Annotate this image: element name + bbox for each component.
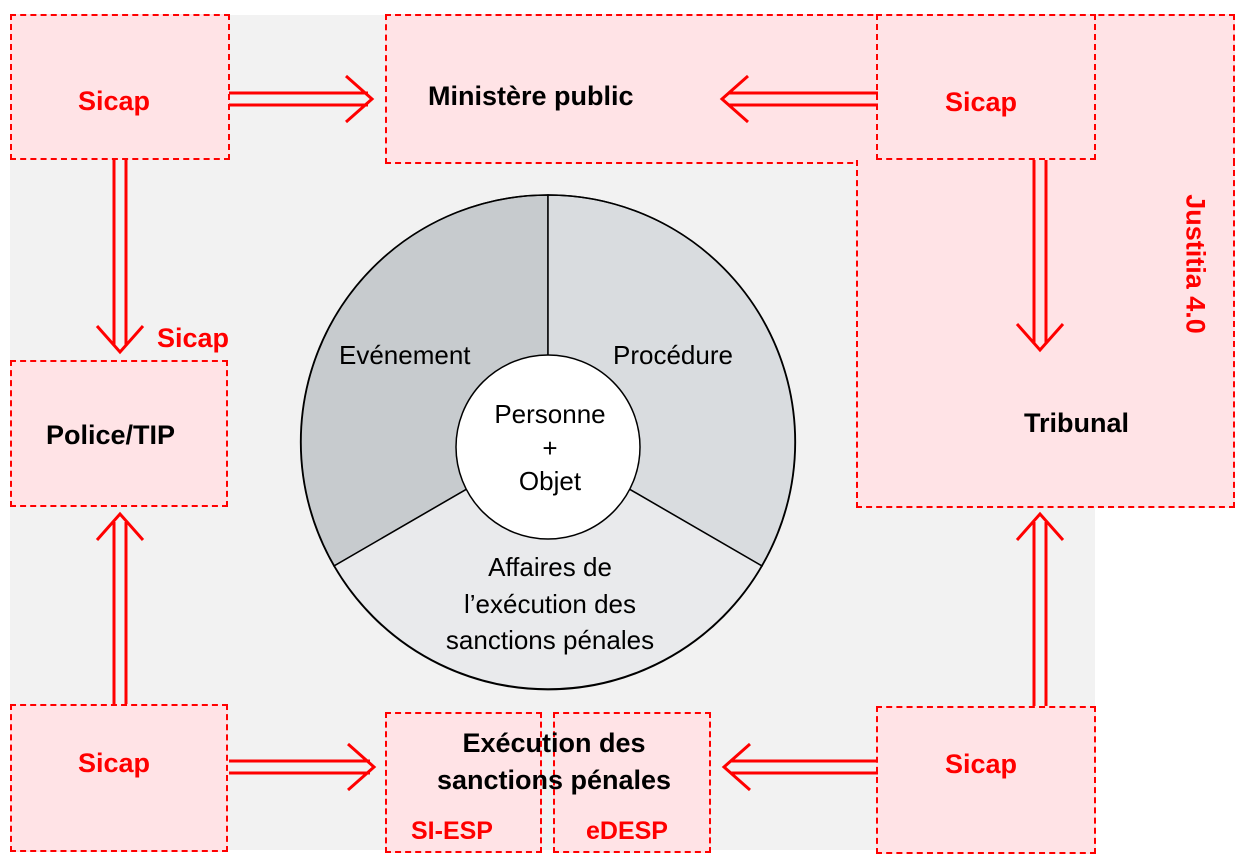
segment-affaires-label-line2: l’exécution des xyxy=(464,589,636,619)
execution-title-line2: sanctions pénales xyxy=(436,765,672,795)
wheel-center xyxy=(455,354,641,540)
segment-affaires-label-line1: Affaires de xyxy=(488,552,612,582)
arrow-sicap-to-police xyxy=(95,160,145,355)
wheel-outline xyxy=(300,194,796,690)
sicap-label-bottom-right: Sicap xyxy=(945,749,1018,779)
segment-affaires-label-line3: sanctions pénales xyxy=(445,625,655,655)
sicap-label-top-left: Sicap xyxy=(78,86,151,116)
arrow-sicap-to-execution xyxy=(229,742,377,792)
sicap-box-top-left xyxy=(10,14,230,160)
sicap-label-bottom-left: Sicap xyxy=(78,748,151,778)
execution-title-line1: Exécution des xyxy=(462,728,646,758)
justitia-label: Justitia 4.0 xyxy=(1180,194,1211,334)
police-box xyxy=(10,360,228,507)
arrow-sicap-tribunal-to-ministere xyxy=(719,74,878,124)
si-esp-label: SI-ESP xyxy=(411,817,493,845)
sicap-label-police: Sicap xyxy=(157,323,230,353)
sicap-box-bottom-left xyxy=(10,704,228,852)
si-esp-box xyxy=(385,712,542,853)
ministere-public-title: Ministère public xyxy=(428,81,634,111)
center-label-line1: Personne xyxy=(494,399,606,429)
center-label-line2: + xyxy=(542,433,558,463)
edesp-box xyxy=(553,712,711,853)
sicap-box-bottom-right xyxy=(876,706,1096,854)
sicap-box-top-right xyxy=(876,14,1096,160)
segment-evenement-label: Evénement xyxy=(339,340,471,370)
segment-procedure-label: Procédure xyxy=(613,340,733,370)
edesp-label: eDESP xyxy=(586,817,668,845)
sicap-label-top-right: Sicap xyxy=(945,87,1018,117)
arrow-sicap-bottom-to-tribunal xyxy=(1015,511,1065,706)
arrow-sicap-to-ministere xyxy=(229,74,375,124)
arrow-sicap-to-tribunal xyxy=(1015,160,1065,353)
arrow-sicap-right-to-execution xyxy=(721,742,878,792)
tribunal-title: Tribunal xyxy=(1024,408,1130,438)
arrow-sicap-bottom-to-police xyxy=(95,511,145,704)
police-title: Police/TIP xyxy=(46,420,176,450)
center-label-line3: Objet xyxy=(518,466,582,496)
